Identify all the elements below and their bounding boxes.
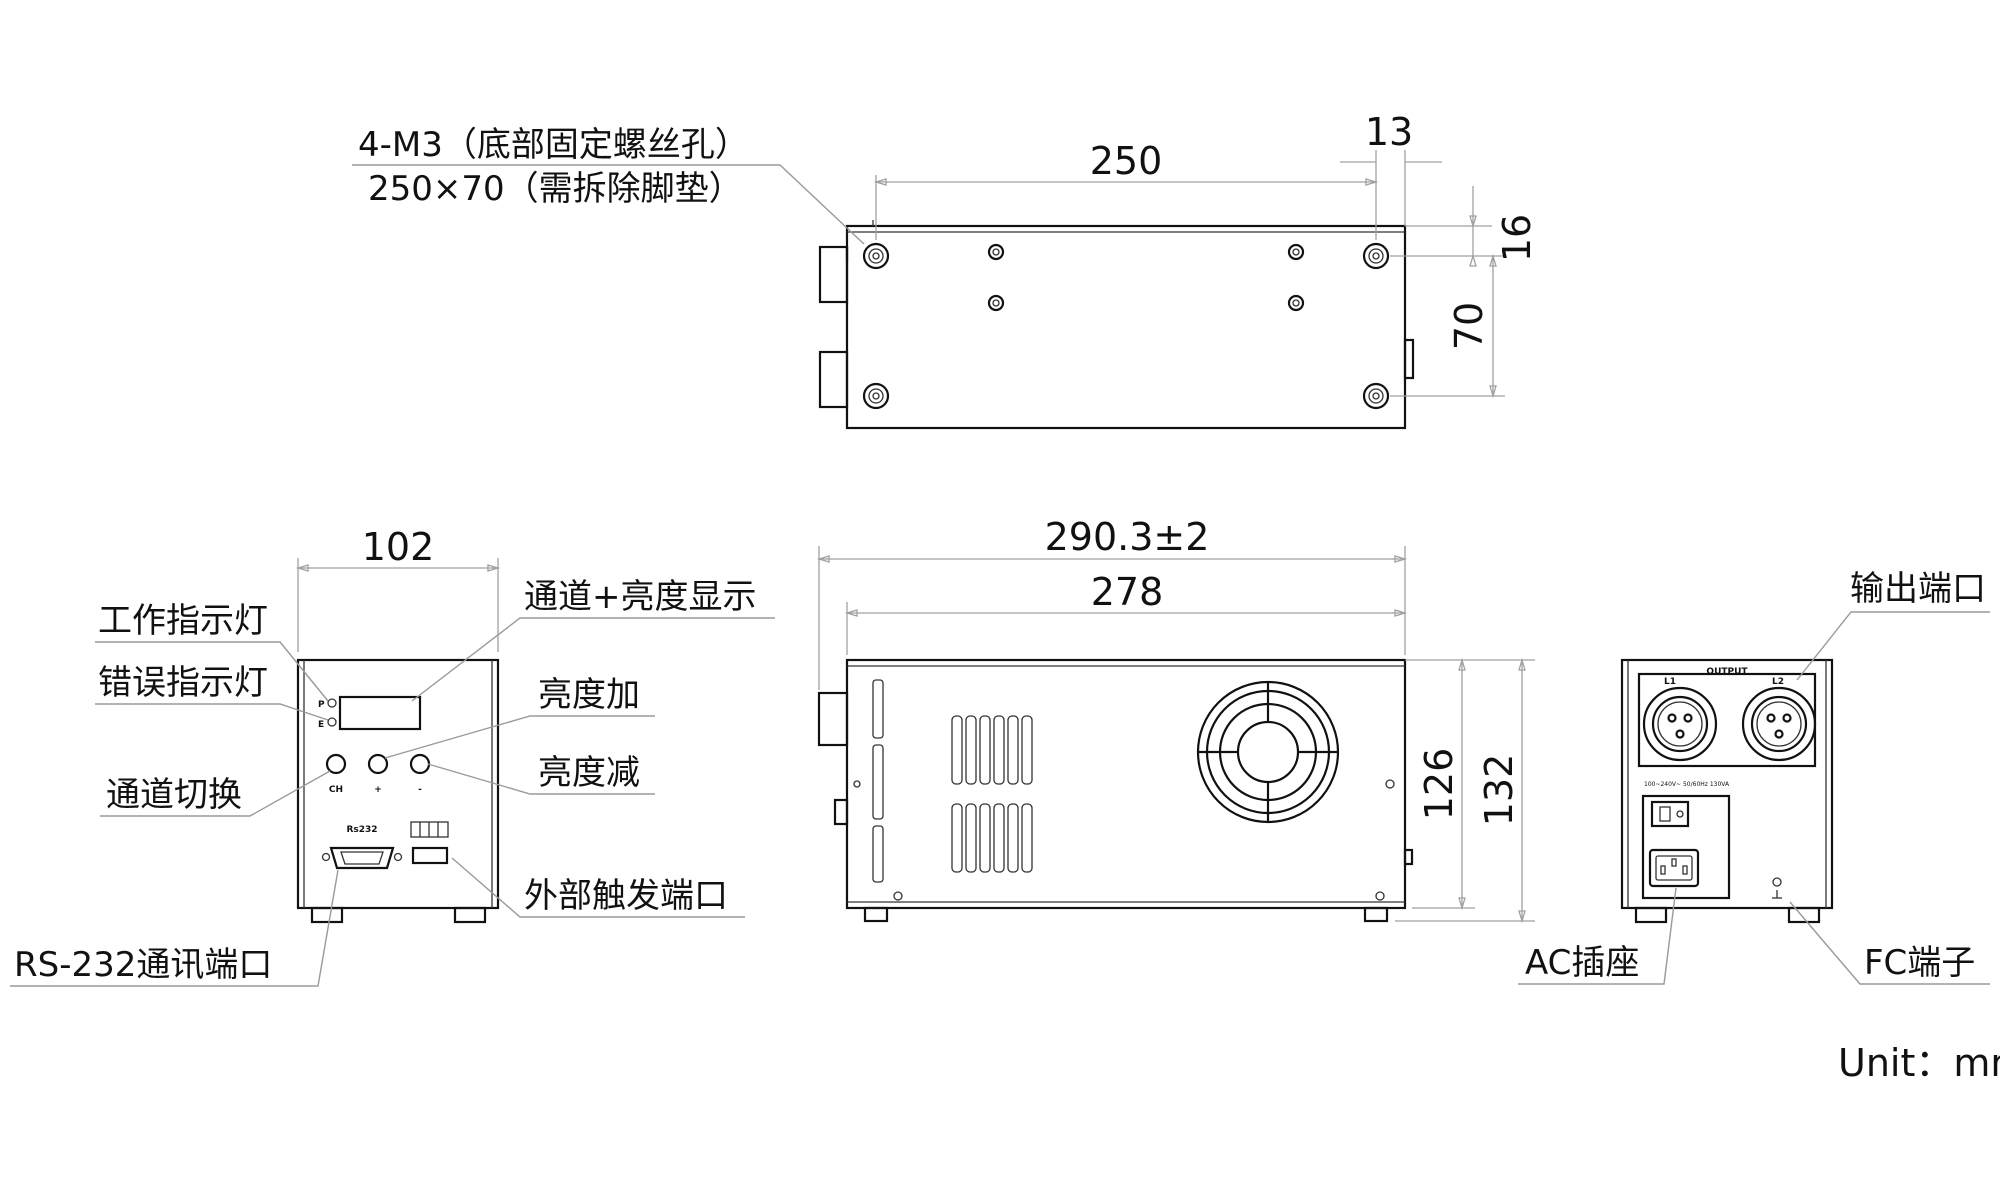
dim-top-edge: 13: [1365, 110, 1413, 154]
screw: [987, 294, 1005, 312]
dim-top-hole-span: 70: [1447, 302, 1491, 350]
dim-side-body-length: 278: [1091, 570, 1164, 614]
output-connector-l1: [1642, 686, 1718, 762]
callout-error-indicator: 错误指示灯: [98, 663, 268, 703]
dim-front-width: 102: [362, 525, 435, 569]
callout-fc-terminal: FC端子: [1864, 943, 1975, 983]
dim-top-hole-offset: 16: [1495, 214, 1539, 262]
mount-hole: [1362, 242, 1390, 270]
dim-side-overall-length: 290.3±2: [1045, 515, 1210, 559]
rating-label: 100~240V~ 50/60Hz 130VA: [1644, 781, 1730, 788]
mount-hole: [862, 382, 890, 410]
l1-label: L1: [1664, 677, 1676, 687]
dim-side-overall-height: 132: [1477, 754, 1521, 827]
callout-brightness-down: 亮度减: [538, 753, 640, 793]
rear-view: OUTPUT L1 L2 100~240V~ 50/60Hz 130VA: [1518, 569, 1990, 985]
mount-hole: [1362, 382, 1390, 410]
led-p-label: P: [318, 700, 325, 710]
callout-ac-socket: AC插座: [1525, 943, 1639, 983]
led-e-label: E: [318, 720, 324, 730]
output-connector-l2: [1741, 686, 1817, 762]
rs232-label: Rs232: [346, 825, 377, 835]
btn-minus-label: -: [418, 785, 422, 795]
output-label: OUTPUT: [1706, 667, 1748, 677]
dim-side-body-height: 126: [1417, 748, 1461, 821]
callout-mount-holes-line2: 250×70（需拆除脚垫）: [368, 169, 743, 209]
callout-mount-holes-line1: 4-M3（底部固定螺丝孔）: [358, 125, 749, 165]
fan-guard: [1196, 680, 1340, 824]
fc-terminal: [1772, 877, 1782, 887]
front-view: P E CH + - Rs232 102 工作指示灯 错误指示灯 通道切换 RS…: [10, 525, 775, 987]
side-view: 290.3±2 278 126 132: [816, 515, 1535, 924]
unit-label: Unit：mm: [1838, 1041, 2000, 1085]
btn-plus-label: +: [374, 785, 382, 795]
trigger-connector: [411, 846, 449, 865]
power-switch[interactable]: [1650, 800, 1690, 828]
rs232-connector: [329, 846, 395, 870]
channel-button[interactable]: [325, 753, 347, 775]
callout-work-indicator: 工作指示灯: [98, 601, 268, 641]
callout-rs232-port: RS-232通讯端口: [14, 945, 272, 985]
callout-channel-switch: 通道切换: [106, 775, 242, 815]
vent-grille: [951, 715, 1033, 873]
l2-label: L2: [1772, 677, 1784, 687]
callout-trigger-port: 外部触发端口: [524, 876, 728, 916]
minus-button[interactable]: [409, 753, 431, 775]
btn-ch-label: CH: [329, 785, 343, 795]
top-view: 250 13 16 70 4-M3（底部固定螺丝孔） 250×70（需拆除脚垫）: [352, 110, 1539, 430]
screw: [1287, 294, 1305, 312]
callout-display: 通道+亮度显示: [524, 577, 757, 617]
plus-button[interactable]: [367, 753, 389, 775]
screw: [987, 243, 1005, 261]
ac-socket: [1648, 848, 1700, 888]
screw: [1287, 243, 1305, 261]
callout-output-port: 输出端口: [1850, 569, 1986, 609]
callout-brightness-up: 亮度加: [538, 675, 640, 715]
dim-top-length: 250: [1090, 139, 1163, 183]
mount-hole: [862, 242, 890, 270]
side-slots: [872, 679, 884, 883]
